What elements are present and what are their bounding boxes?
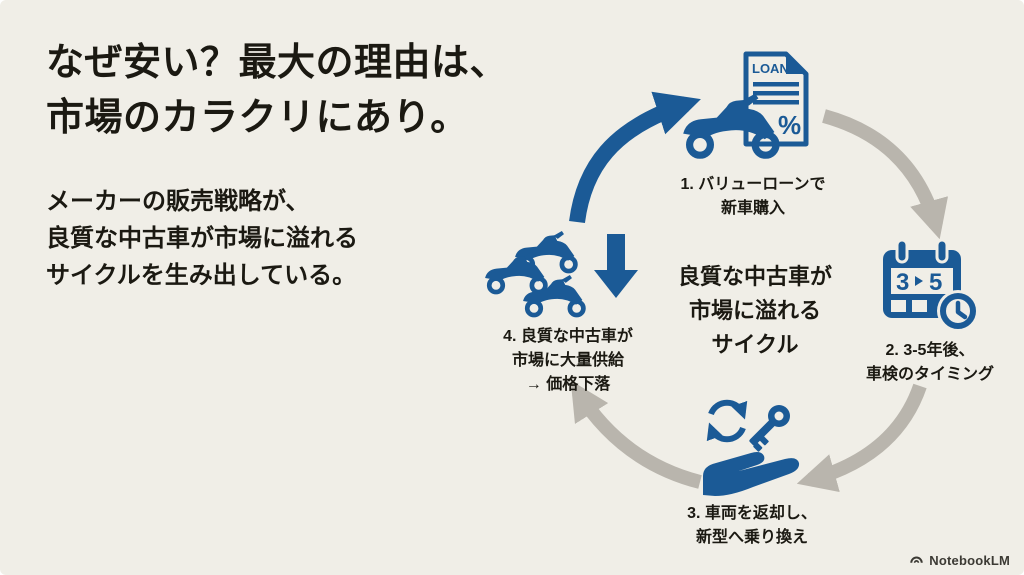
cycle-center-label: 良質な中古車が 市場に溢れる サイクル — [677, 264, 832, 358]
motorcycle-loan-document-icon: LOAN % — [678, 51, 809, 168]
calendar-year-3: 3 — [896, 269, 909, 296]
cycle-step-2: 3 5 2. 3-5年後、 車検のタイミング — [845, 238, 1015, 387]
recycle-arrows-icon — [706, 399, 747, 443]
brand-name: NotebookLM — [929, 553, 1010, 568]
page-title: なぜ安い？最大の理由は、 市場のカラクリにあり。 — [46, 36, 508, 146]
subtitle-line-1: メーカーの販売戦略が、 — [46, 188, 310, 215]
page-subtitle: メーカーの販売戦略が、 良質な中古車が市場に溢れる サイクルを生み出している。 — [46, 183, 358, 295]
clock-icon — [937, 290, 979, 332]
used-motorcycles-price-drop-icon — [483, 230, 638, 320]
cycle-step-1: LOAN % 1. バリューローンで 新車購入 — [658, 50, 848, 221]
page-title-line-2: 市場のカラクリにあり。 — [46, 97, 469, 140]
loan-label: LOAN — [752, 61, 789, 76]
down-arrow-icon — [594, 234, 638, 298]
step-2-label: 2. 3-5年後、 車検のタイミング — [865, 342, 994, 383]
step-4-label: 4. 良質な中古車が 市場に大量供給 → 価格下落 — [503, 328, 633, 393]
cycle-step-3: 3. 車両を返却し、 新型へ乗り換え — [662, 398, 842, 550]
notebooklm-logo-icon — [910, 556, 924, 563]
calendar-arrow — [915, 276, 923, 286]
step-3-label: 3. 車両を返却し、 新型へ乗り換え — [687, 505, 817, 546]
calendar-year-5: 5 — [929, 269, 942, 296]
percent-label: % — [778, 110, 801, 140]
hand-icon — [702, 452, 799, 496]
step-1-label: 1. バリューローンで 新車購入 — [680, 176, 826, 217]
subtitle-line-2: 良質な中古車が市場に溢れる — [46, 225, 358, 253]
hand-key-return-recycle-icon — [702, 399, 799, 496]
motorcycle-icon — [485, 252, 545, 292]
key-icon — [748, 405, 790, 452]
brand-footer: NotebookLM — [909, 553, 1010, 568]
page-title-line-1: なぜ安い？最大の理由は、 — [46, 42, 509, 84]
cycle-step-4: 4. 良質な中古車が 市場に大量供給 → 価格下落 — [482, 230, 654, 397]
subtitle-line-3: サイクルを生み出している。 — [46, 262, 357, 290]
calendar-3-to-5-years-clock-icon: 3 5 — [883, 238, 979, 332]
